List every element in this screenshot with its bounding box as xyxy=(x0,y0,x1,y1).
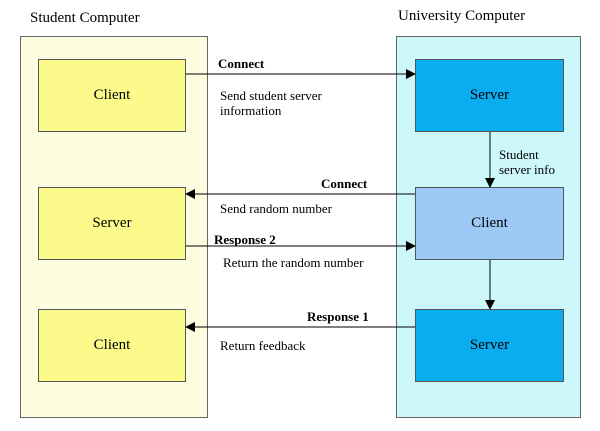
internal-note-line2: server info xyxy=(499,162,555,177)
university-server-top-node: Server xyxy=(415,59,564,132)
student-client-top-node: Client xyxy=(38,59,186,132)
student-computer-title: Student Computer xyxy=(30,10,140,26)
internal-note-line1: Student xyxy=(499,147,539,162)
connect-2-note: Send random number xyxy=(220,201,332,216)
university-server-bottom-node: Server xyxy=(415,309,564,382)
connect-1-note-line1: Send student server xyxy=(220,88,322,103)
connect-1-note-line2: information xyxy=(220,103,282,118)
connect-1-label: Connect xyxy=(218,56,265,71)
response-2-label: Response 2 xyxy=(214,232,276,247)
student-server-node: Server xyxy=(38,187,186,260)
student-client-bottom-node: Client xyxy=(38,309,186,382)
response-2-note: Return the random number xyxy=(223,255,364,270)
university-client-node: Client xyxy=(415,187,564,260)
university-computer-title: University Computer xyxy=(398,8,526,24)
response-1-note: Return feedback xyxy=(220,338,306,353)
connect-2-label: Connect xyxy=(321,176,368,191)
response-1-label: Response 1 xyxy=(307,309,369,324)
